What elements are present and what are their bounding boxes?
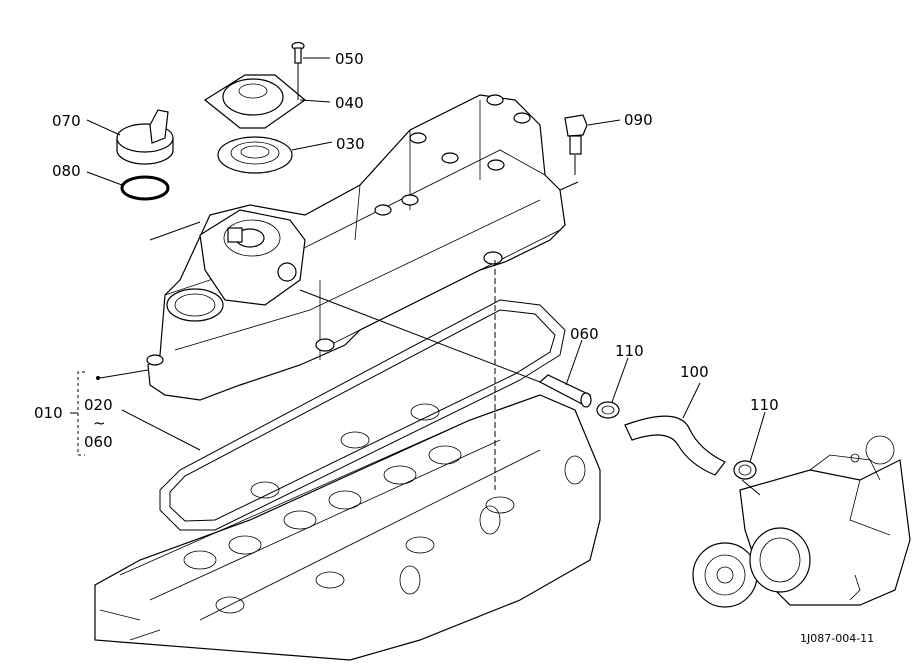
breather-cover-040 bbox=[203, 74, 306, 129]
callout-labels: 050 040 030 070 080 090 010 020 ~ 060 06… bbox=[34, 50, 874, 645]
label-080: 080 bbox=[52, 162, 81, 180]
label-010: 010 bbox=[34, 404, 63, 422]
screw-050 bbox=[291, 41, 305, 64]
label-020: 020 bbox=[84, 396, 113, 414]
head-cover bbox=[146, 94, 566, 401]
label-030: 030 bbox=[336, 135, 365, 153]
label-100: 100 bbox=[680, 363, 709, 381]
figure-id: 1J087-004-11 bbox=[800, 632, 874, 645]
hose-clamp-110b bbox=[733, 460, 757, 480]
o-ring-080 bbox=[120, 175, 170, 201]
label-060: 060 bbox=[570, 325, 599, 343]
breather-hose-100 bbox=[624, 415, 726, 476]
pipe-060 bbox=[538, 374, 592, 408]
cylinder-head bbox=[94, 394, 601, 661]
turbocharger bbox=[692, 435, 911, 608]
seal-030 bbox=[217, 136, 293, 174]
label-050: 050 bbox=[335, 50, 364, 68]
label-070: 070 bbox=[52, 112, 81, 130]
head-cover-gasket bbox=[159, 299, 566, 531]
label-090: 090 bbox=[624, 111, 653, 129]
label-060-range: 060 bbox=[84, 433, 113, 451]
oil-filler-cap-070 bbox=[116, 109, 174, 165]
label-tilde: ~ bbox=[93, 414, 106, 432]
bolt-090 bbox=[564, 114, 588, 155]
label-110-a: 110 bbox=[615, 342, 644, 360]
label-110-b: 110 bbox=[750, 396, 779, 414]
hose-clamp-110a bbox=[596, 401, 620, 419]
label-040: 040 bbox=[335, 94, 364, 112]
leader-lines bbox=[70, 57, 766, 496]
